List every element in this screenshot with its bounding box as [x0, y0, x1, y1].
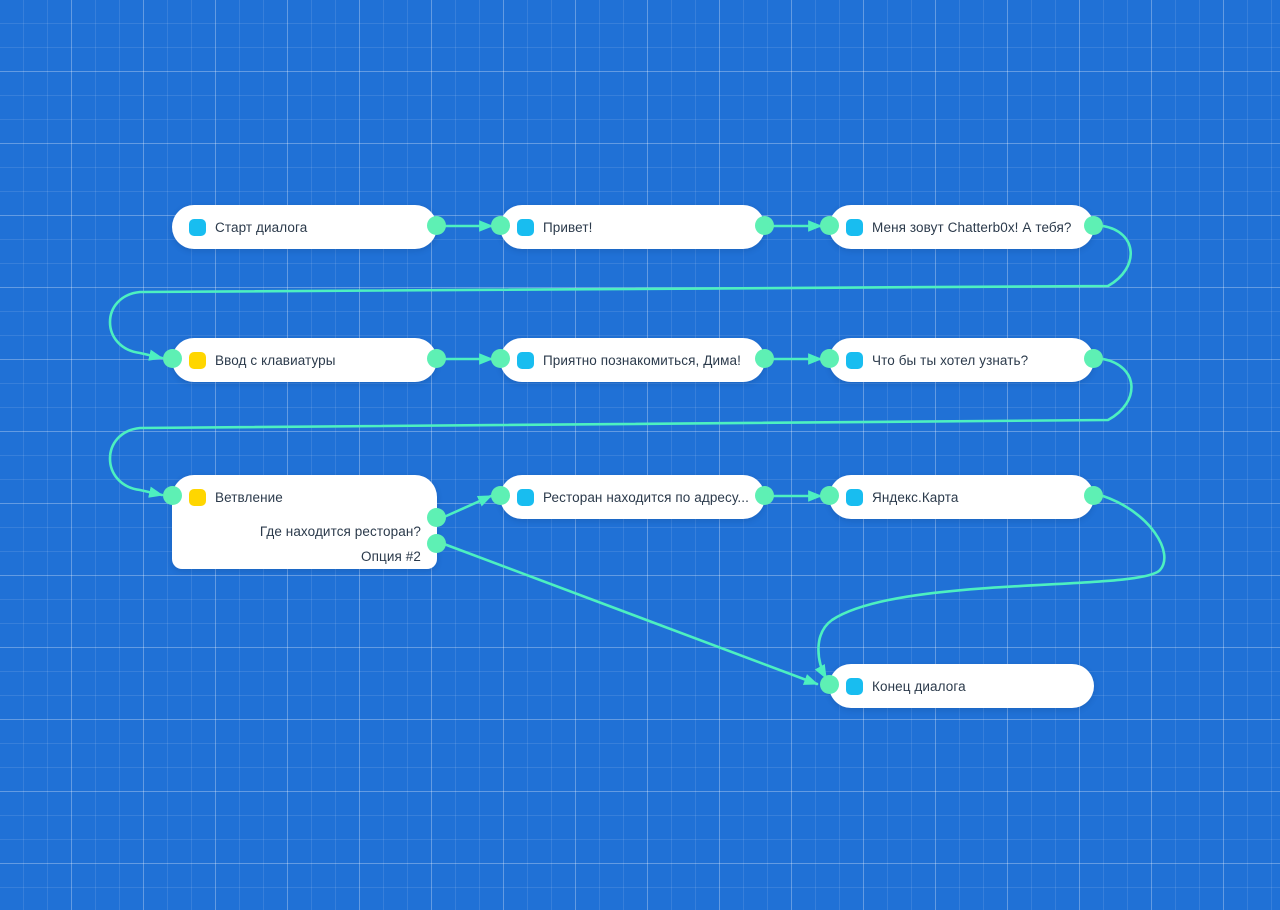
node-title: Что бы ты хотел узнать?: [872, 352, 1029, 368]
edge-yandex-map-to-dialog-end: [814, 494, 1166, 680]
node-restaurant-address[interactable]: Ресторан находится по адресу...: [491, 475, 774, 519]
node-name-question[interactable]: Меня зовут Chatterb0x! А тебя?: [820, 205, 1103, 249]
blue-square-icon: [517, 488, 534, 506]
output-port[interactable]: [1084, 486, 1103, 505]
input-port[interactable]: [491, 349, 510, 368]
branch-output-port-0[interactable]: [427, 508, 446, 527]
output-port[interactable]: [427, 349, 446, 368]
blue-square-icon: [846, 351, 863, 369]
yellow-square-icon: [189, 488, 206, 506]
node-title: Ввод с клавиатуры: [215, 352, 336, 368]
node-title: Яндекс.Карта: [872, 489, 959, 505]
node-title: Приятно познакомиться, Дима!: [543, 352, 741, 368]
node-greeting[interactable]: Привет!: [491, 205, 774, 249]
edge-branch-option-1-to-dialog-end: [442, 542, 819, 686]
node-start[interactable]: Старт диалога: [172, 205, 446, 249]
blue-square-icon: [846, 218, 863, 236]
input-port[interactable]: [163, 486, 182, 505]
branch-option-1[interactable]: Опция #2: [361, 549, 421, 564]
edge-branch-option-0-to-restaurant-address: [442, 494, 493, 519]
output-port[interactable]: [755, 486, 774, 505]
branch-output-port-1[interactable]: [427, 534, 446, 553]
output-port[interactable]: [427, 216, 446, 235]
output-port[interactable]: [755, 349, 774, 368]
node-header: Меня зовут Chatterb0x! А тебя?: [829, 205, 1094, 249]
node-nice-to-meet[interactable]: Приятно познакомиться, Дима!: [491, 338, 774, 382]
input-port[interactable]: [820, 349, 839, 368]
input-port[interactable]: [820, 216, 839, 235]
node-title: Ветвление: [215, 489, 283, 505]
node-header: Что бы ты хотел узнать?: [829, 338, 1094, 382]
node-title: Меня зовут Chatterb0x! А тебя?: [872, 219, 1072, 235]
blue-square-icon: [189, 218, 206, 236]
node-what-to-know[interactable]: Что бы ты хотел узнать?: [820, 338, 1103, 382]
node-keyboard-input[interactable]: Ввод с клавиатуры: [163, 338, 446, 382]
output-port[interactable]: [755, 216, 774, 235]
node-header: Яндекс.Карта: [829, 475, 1094, 519]
node-header: Ввод с клавиатуры: [172, 338, 437, 382]
input-port[interactable]: [491, 486, 510, 505]
branch-option-0[interactable]: Где находится ресторан?: [259, 524, 421, 539]
blue-square-icon: [517, 218, 534, 236]
input-port[interactable]: [820, 486, 839, 505]
node-title: Ресторан находится по адресу...: [543, 489, 749, 505]
input-port[interactable]: [491, 216, 510, 235]
node-branching[interactable]: Ветвление Где находится ресторан? Опция …: [163, 475, 446, 569]
blue-square-icon: [846, 677, 863, 695]
node-header: Старт диалога: [172, 205, 437, 249]
node-header: Привет!: [500, 205, 765, 249]
node-title: Привет!: [543, 219, 593, 235]
node-header: Ресторан находится по адресу...: [500, 475, 765, 519]
input-port[interactable]: [163, 349, 182, 368]
yellow-square-icon: [189, 351, 206, 369]
blue-square-icon: [846, 488, 863, 506]
node-header: Приятно познакомиться, Дима!: [500, 338, 765, 382]
output-port[interactable]: [1084, 216, 1103, 235]
node-dialog-end[interactable]: Конец диалога: [820, 664, 1094, 708]
node-yandex-map[interactable]: Яндекс.Карта: [820, 475, 1103, 519]
node-title: Старт диалога: [215, 219, 308, 235]
node-title: Конец диалога: [872, 678, 966, 694]
node-header: Конец диалога: [829, 664, 1094, 708]
output-port[interactable]: [1084, 349, 1103, 368]
blue-square-icon: [517, 351, 534, 369]
input-port[interactable]: [820, 675, 839, 694]
node-header: Ветвление: [172, 475, 437, 519]
